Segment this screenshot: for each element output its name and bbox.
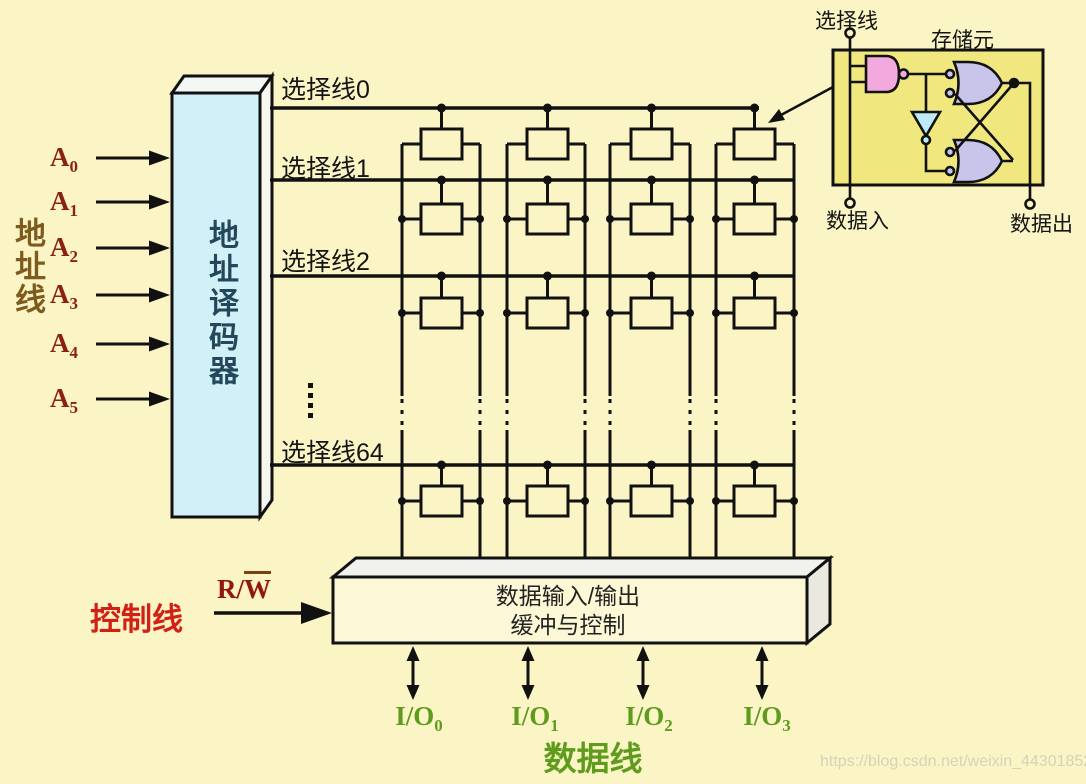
watermark: https://blog.csdn.net/weixin_44301852 bbox=[820, 753, 1086, 770]
data-in-terminal bbox=[844, 197, 856, 209]
address-input-a2: A2 bbox=[50, 232, 78, 266]
memory-cell bbox=[629, 202, 674, 236]
buffer-box bbox=[328, 554, 835, 647]
inset-pointer-arrowhead bbox=[768, 109, 785, 123]
data-bus-label: 数据线 bbox=[543, 740, 643, 777]
select-terminal bbox=[844, 27, 856, 39]
memory-cell-row-64 bbox=[402, 465, 794, 518]
inverter-gate bbox=[909, 110, 943, 139]
rw-signal-label: R/W bbox=[217, 571, 271, 605]
address-input-a5: A5 bbox=[50, 383, 78, 417]
memory-cell bbox=[419, 296, 464, 330]
memory-cell bbox=[732, 127, 777, 161]
memory-cell bbox=[732, 484, 777, 518]
io-port-0: I/O0 bbox=[395, 701, 443, 735]
control-arrowhead bbox=[301, 602, 332, 624]
inset-title: 存储元 bbox=[931, 29, 994, 52]
memory-cell bbox=[525, 484, 570, 518]
select-line-label-2: 选择线2 bbox=[281, 248, 370, 276]
memory-cell bbox=[419, 127, 464, 161]
select-line-label-1: 选择线1 bbox=[281, 155, 370, 183]
nand-gate bbox=[864, 54, 901, 94]
address-input-a3: A3 bbox=[50, 279, 78, 313]
address-input-arrows bbox=[96, 156, 152, 401]
io-arrows bbox=[411, 657, 764, 691]
decoder-box bbox=[169, 71, 275, 522]
memory-cell bbox=[419, 202, 464, 236]
address-arrowheads bbox=[149, 150, 170, 407]
io-port-1: I/O1 bbox=[511, 701, 559, 735]
nor-gate-bottom bbox=[952, 138, 1004, 184]
address-input-a0: A0 bbox=[50, 142, 78, 176]
inset-data-in-label: 数据入 bbox=[826, 210, 889, 233]
inset-pointer-arrow bbox=[780, 85, 834, 117]
select-line-label-0: 选择线0 bbox=[281, 76, 370, 104]
io-port-2: I/O2 bbox=[625, 701, 673, 735]
io-buffer-label-line2: 缓冲与控制 bbox=[510, 612, 626, 638]
data-out-terminal bbox=[1024, 198, 1036, 210]
inset-select-line-label: 选择线 bbox=[815, 10, 878, 33]
memory-cell bbox=[732, 202, 777, 236]
memory-cell-row-1 bbox=[402, 180, 794, 236]
memory-cell bbox=[732, 296, 777, 330]
control-line-label: 控制线 bbox=[90, 602, 183, 637]
memory-cell bbox=[525, 127, 570, 161]
junction-dots bbox=[398, 103, 798, 505]
io-buffer-label-line1: 数据输入/输出 bbox=[495, 583, 641, 609]
row-ellipsis bbox=[308, 383, 313, 418]
io-buffer-label: 数据输入/输出 缓冲与控制 bbox=[373, 582, 763, 640]
memory-cell bbox=[629, 127, 674, 161]
memory-cell bbox=[419, 484, 464, 518]
inset-data-out-label: 数据出 bbox=[1010, 213, 1073, 236]
address-bus-label: 地址线 bbox=[10, 217, 45, 316]
memory-cell-row-0 bbox=[402, 108, 794, 161]
nor-gate-top bbox=[952, 60, 1004, 106]
bit-lines bbox=[400, 144, 796, 562]
select-line-label-64: 选择线64 bbox=[281, 439, 384, 467]
io-port-3: I/O3 bbox=[743, 701, 791, 735]
memory-cell bbox=[525, 202, 570, 236]
io-arrowheads bbox=[406, 646, 769, 700]
memory-cell-row-2 bbox=[402, 276, 794, 330]
memory-cell bbox=[525, 296, 570, 330]
memory-cell bbox=[629, 484, 674, 518]
memory-cell bbox=[629, 296, 674, 330]
data-out-wire bbox=[1014, 81, 1032, 200]
memory-cell-inset bbox=[831, 27, 1045, 210]
address-input-a1: A1 bbox=[50, 186, 78, 220]
address-input-a4: A4 bbox=[50, 328, 78, 362]
decoder-label: 地址译码器 bbox=[204, 219, 237, 389]
